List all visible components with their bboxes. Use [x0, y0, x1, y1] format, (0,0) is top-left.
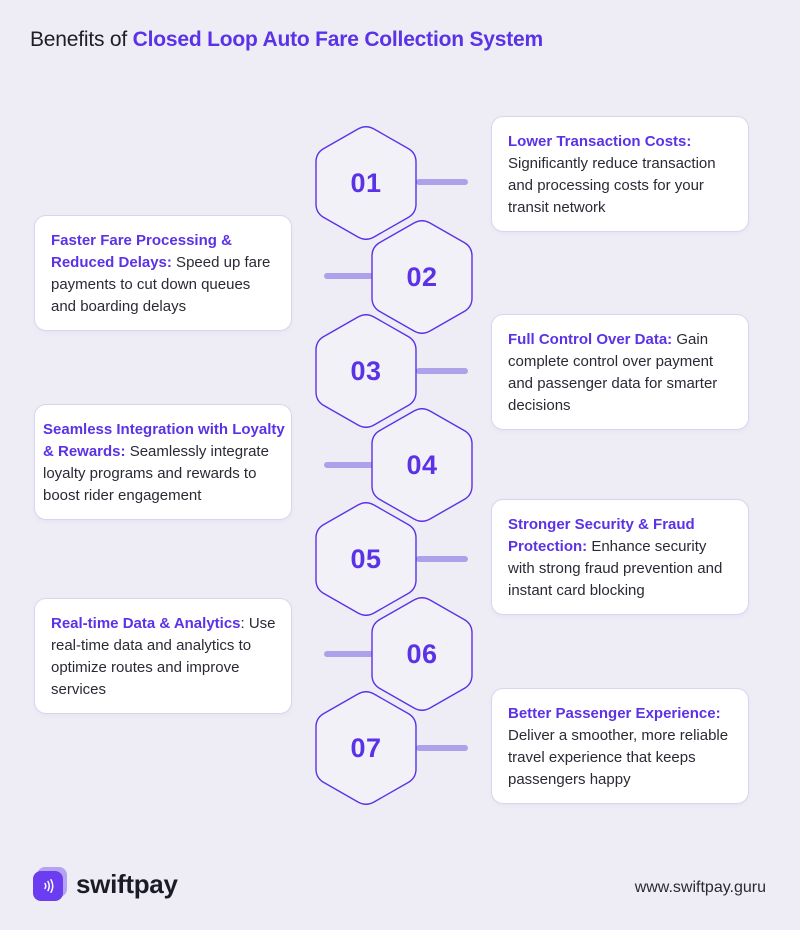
website-url[interactable]: www.swiftpay.guru [634, 879, 766, 896]
step-hexagon-04: 04 [370, 406, 474, 524]
benefit-heading: Lower Transaction Costs: [508, 133, 692, 150]
contactless-icon [33, 867, 67, 901]
step-number: 06 [406, 638, 438, 669]
page-title: Benefits of Closed Loop Auto Fare Collec… [30, 28, 543, 52]
step-number: 04 [406, 449, 438, 480]
step-hexagon-05: 05 [314, 500, 418, 618]
benefit-card-06: Real-time Data & Analytics: Use real-tim… [34, 598, 292, 714]
benefit-heading: Seamless Integration with Loyalty & Rewa… [43, 421, 285, 460]
step-number: 05 [350, 543, 382, 574]
step-number: 03 [350, 355, 382, 386]
title-highlight: Closed Loop Auto Fare Collection System [132, 28, 544, 51]
step-number: 07 [350, 732, 382, 763]
benefit-text: Seamlessly integrate loyalty programs an… [43, 443, 269, 504]
benefit-text: Gain complete control over payment and p… [508, 331, 718, 414]
connector-07 [416, 745, 468, 751]
brand-logo[interactable]: swiftpay [33, 867, 178, 901]
brand-name: swiftpay [76, 868, 178, 899]
benefit-card-03: Full Control Over Data: Gain complete co… [491, 314, 749, 430]
benefit-heading: Faster Fare Processing & Reduced Delays: [51, 232, 232, 271]
step-hexagon-02: 02 [370, 218, 474, 336]
step-hexagon-01: 01 [314, 124, 418, 242]
title-prefix: Benefits of [30, 28, 128, 51]
connector-02 [324, 273, 374, 279]
step-hexagon-06: 06 [370, 595, 474, 713]
benefit-card-04: Seamless Integration with Loyalty & Rewa… [34, 404, 292, 520]
step-number: 02 [406, 261, 438, 292]
benefit-text: Significantly reduce transaction and pro… [508, 155, 716, 216]
benefit-text: Enhance security with strong fraud preve… [508, 538, 723, 599]
benefit-text: Deliver a smoother, more reliable travel… [508, 727, 729, 788]
benefit-heading: Stronger Security & Fraud Protection: [508, 516, 695, 555]
benefit-card-05: Stronger Security & Fraud Protection: En… [491, 499, 749, 615]
connector-06 [324, 651, 374, 657]
benefit-heading: Full Control Over Data: [508, 331, 673, 348]
benefit-heading: Real-time Data & Analytics [51, 615, 241, 632]
step-number: 01 [350, 167, 382, 198]
benefit-card-07: Better Passenger Experience: Deliver a s… [491, 688, 749, 804]
connector-03 [416, 368, 468, 374]
benefit-card-02: Faster Fare Processing & Reduced Delays:… [34, 215, 292, 331]
benefit-card-01: Lower Transaction Costs: Significantly r… [491, 116, 749, 232]
benefit-heading: Better Passenger Experience: [508, 705, 721, 722]
step-hexagon-03: 03 [314, 312, 418, 430]
benefit-text: Speed up fare payments to cut down queue… [51, 254, 271, 315]
connector-01 [416, 179, 468, 185]
step-hexagon-07: 07 [314, 689, 418, 807]
connector-04 [324, 462, 374, 468]
benefit-text: : Use real-time data and analytics to op… [51, 615, 276, 698]
connector-05 [416, 556, 468, 562]
